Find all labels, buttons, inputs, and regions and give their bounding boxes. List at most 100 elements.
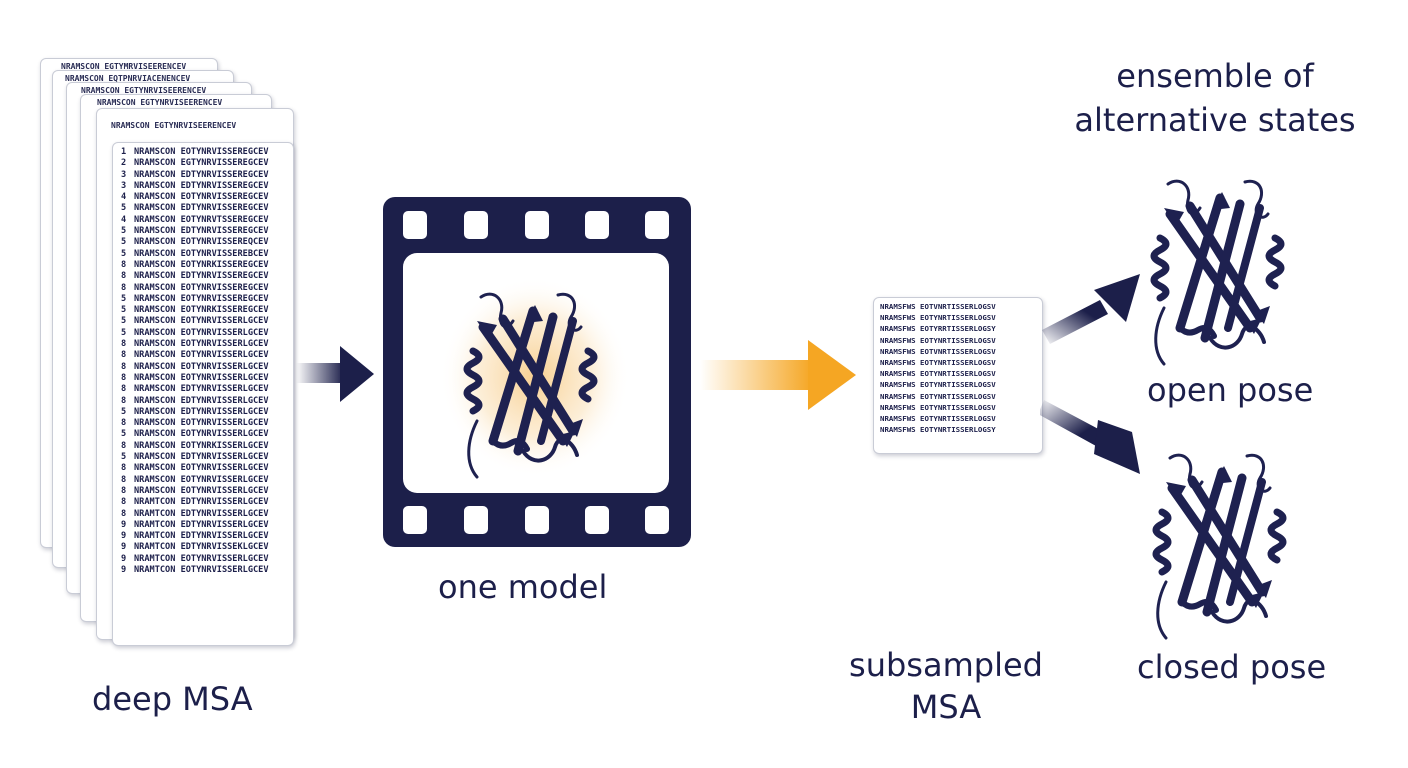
msa-row-sequence: NRAMSCON EOTYNRVISSERLGCEV: [134, 372, 269, 383]
subsampled-msa-row: NRAMSFWS EOTYNRTISSERLOGSV: [880, 380, 996, 390]
msa-row-number: 3: [121, 169, 127, 180]
msa-row: 5 NRAMSCON EOTYNRVISSERLGCEV: [121, 328, 293, 339]
msa-row-number: 5: [121, 226, 127, 237]
subsampled-msa-label-line2: MSA: [910, 688, 982, 726]
msa-row-sequence: NRAMSCON EOTYNRVISSEREGCEV: [134, 147, 269, 157]
msa-row-number: 8: [121, 395, 127, 406]
subsampled-msa-row: NRAMSFWS EOTYNRTISSERLOGSV: [880, 335, 996, 345]
msa-row-sequence: NRAMTCON EDTYNRVISSERLGCEV: [134, 519, 269, 530]
msa-row-sequence: NRAMSCON EDTYNRVISSEREGCEV: [134, 226, 269, 237]
msa-row-number: 5: [121, 316, 127, 327]
msa-row: 3 NRAMSCON EDTYNRVISSEREGCEV: [121, 181, 293, 192]
subsampled-msa-row: NRAMSFWS EOTVNRTISSERLOGSV: [880, 302, 996, 311]
msa-row-sequence: NRAMSCON EOTYNRVISSERLGCEV: [134, 327, 269, 338]
msa-row-sequence: NRAMSCON EOTYNRKISSERLGCEV: [134, 440, 269, 451]
msa-row-number: 8: [121, 372, 127, 383]
msa-card-header: NRAMSCON EGTYNRVISEERENCEV: [111, 121, 237, 130]
closed-pose-label: closed pose: [1137, 648, 1327, 686]
arrow-icon: [700, 340, 856, 410]
msa-row-number: 8: [121, 361, 127, 372]
ensemble-title-line1: ensemble of: [1116, 57, 1314, 95]
msa-row-number: 5: [121, 327, 127, 338]
msa-row-number: 8: [121, 350, 127, 361]
subsampled-msa-row: NRAMSFWS EOTYNRTISSERLOGSV: [880, 391, 996, 401]
msa-row-number: 5: [121, 429, 127, 440]
msa-row-sequence: NRAMSCON EOTYNRVISSERLGCEV: [134, 316, 269, 327]
msa-row-number: 9: [121, 553, 127, 564]
msa-row: 9 NRAMTCON EDTYNRVISSERLGCEV: [121, 531, 293, 542]
msa-row-number: 9: [121, 519, 127, 530]
msa-row-sequence: NRAMSCON EOTYNRVISSEREBCEV: [134, 248, 269, 259]
msa-row: 8 NRAMSCON EOTYNRVISSERLGCEV: [121, 373, 293, 384]
msa-row-number: 5: [121, 305, 127, 316]
msa-row-sequence: NRAMTCON EDTYNRVISSERLGCEV: [134, 508, 269, 519]
subsampled-msa-row: NRAMSFWS EOTYNRTISSERLOGSV: [880, 357, 996, 367]
msa-row-number: 5: [121, 203, 127, 214]
msa-row-sequence: NRAMTCON EDTYNRVISSERLGCEV: [134, 531, 269, 542]
msa-card-header: NRAMSCON EQTPNRVIACENENCEV: [65, 74, 191, 83]
msa-row-sequence: NRAMSCON EDTYNRVISSEREGCEV: [134, 271, 269, 282]
subsampled-msa-row: NRAMSFWS EOTVNRTISSERLOGSV: [880, 346, 996, 356]
msa-row-sequence: NRAMSCON EDTYNRVISSERLGCEV: [134, 384, 269, 395]
msa-row-sequence: NRAMSCON EOTYNRKISSEREGCEV: [134, 259, 269, 270]
msa-row-sequence: NRAMTCON EDTYNRVISSERLGCEV: [134, 497, 269, 508]
msa-row-number: 5: [121, 248, 127, 259]
msa-row-sequence: NRAMSCON EDTYNRVISSEREGCEV: [134, 180, 269, 191]
msa-row: 5 NRAMSCON EOTYNRVISSEREBCEV: [121, 249, 293, 260]
msa-card-header: NRAMSCON EGTYNRVISEERENCEV: [81, 86, 207, 95]
msa-row: 5 NRAMSCON EOTYNRVISSERLGCEV: [121, 316, 293, 327]
msa-row-sequence: NRAMSCON EOTYNRVISSERLGCEV: [134, 463, 269, 474]
open-pose-label: open pose: [1147, 371, 1314, 409]
msa-row-number: 8: [121, 463, 127, 474]
msa-row-sequence: NRAMSCON EOTYNRVISSERLGCEV: [134, 339, 269, 350]
msa-row-sequence: NRAMSCON EDTYNRVISSERLGCEV: [134, 406, 269, 417]
msa-row: 8 NRAMSCON EOTYNRVISSERLGCEV: [121, 486, 293, 497]
msa-row-sequence: NRAMSCON EOTYNRVISSERLGCEV: [134, 429, 269, 440]
arrow-icon: [1040, 400, 1140, 474]
msa-row-number: 2: [121, 158, 127, 169]
ensemble-title-line2: alternative states: [1074, 101, 1356, 139]
msa-row: 5 NRAMSCON EOTYNRVISSERLGCEV: [121, 429, 293, 440]
msa-row-sequence: NRAMSCON EGTYNRVISSEREGCEV: [134, 158, 269, 169]
msa-row-number: 8: [121, 282, 127, 293]
protein-structure-icon: [463, 291, 603, 481]
msa-row-number: 4: [121, 214, 127, 225]
msa-row: 5 NRAMSCON EDTYNRVISSEREGCEV: [121, 226, 293, 237]
msa-row-sequence: NRAMSCON EOTYNRVISSERLGCEV: [134, 485, 269, 496]
msa-row-sequence: NRAMSCON EOTYNRVISSEREQCEV: [134, 237, 269, 248]
msa-row-number: 3: [121, 180, 127, 191]
msa-row-number: 9: [121, 531, 127, 542]
msa-row: 9 NRAMTCON EOTYNRVISSERLGCEV: [121, 554, 293, 565]
msa-row-number: 8: [121, 418, 127, 429]
msa-row-number: 9: [121, 564, 127, 575]
subsampled-msa-row: NRAMSFWS EOTYNRTISSERLOGSV: [880, 413, 996, 423]
msa-row-number: 8: [121, 485, 127, 496]
msa-row-number: 8: [121, 474, 127, 485]
msa-row-number: 4: [121, 192, 127, 203]
msa-row-number: 9: [121, 542, 127, 553]
msa-row: 8 NRAMSCON EOTYNRVISSERLGCEV: [121, 463, 293, 474]
ensemble-title: ensemble of alternative states: [1040, 54, 1390, 142]
msa-row-sequence: NRAMTCON EOTYNRVISSERLGCEV: [134, 553, 269, 564]
msa-row-sequence: NRAMSCON EOTYNRVISSERLGCEV: [134, 418, 269, 429]
